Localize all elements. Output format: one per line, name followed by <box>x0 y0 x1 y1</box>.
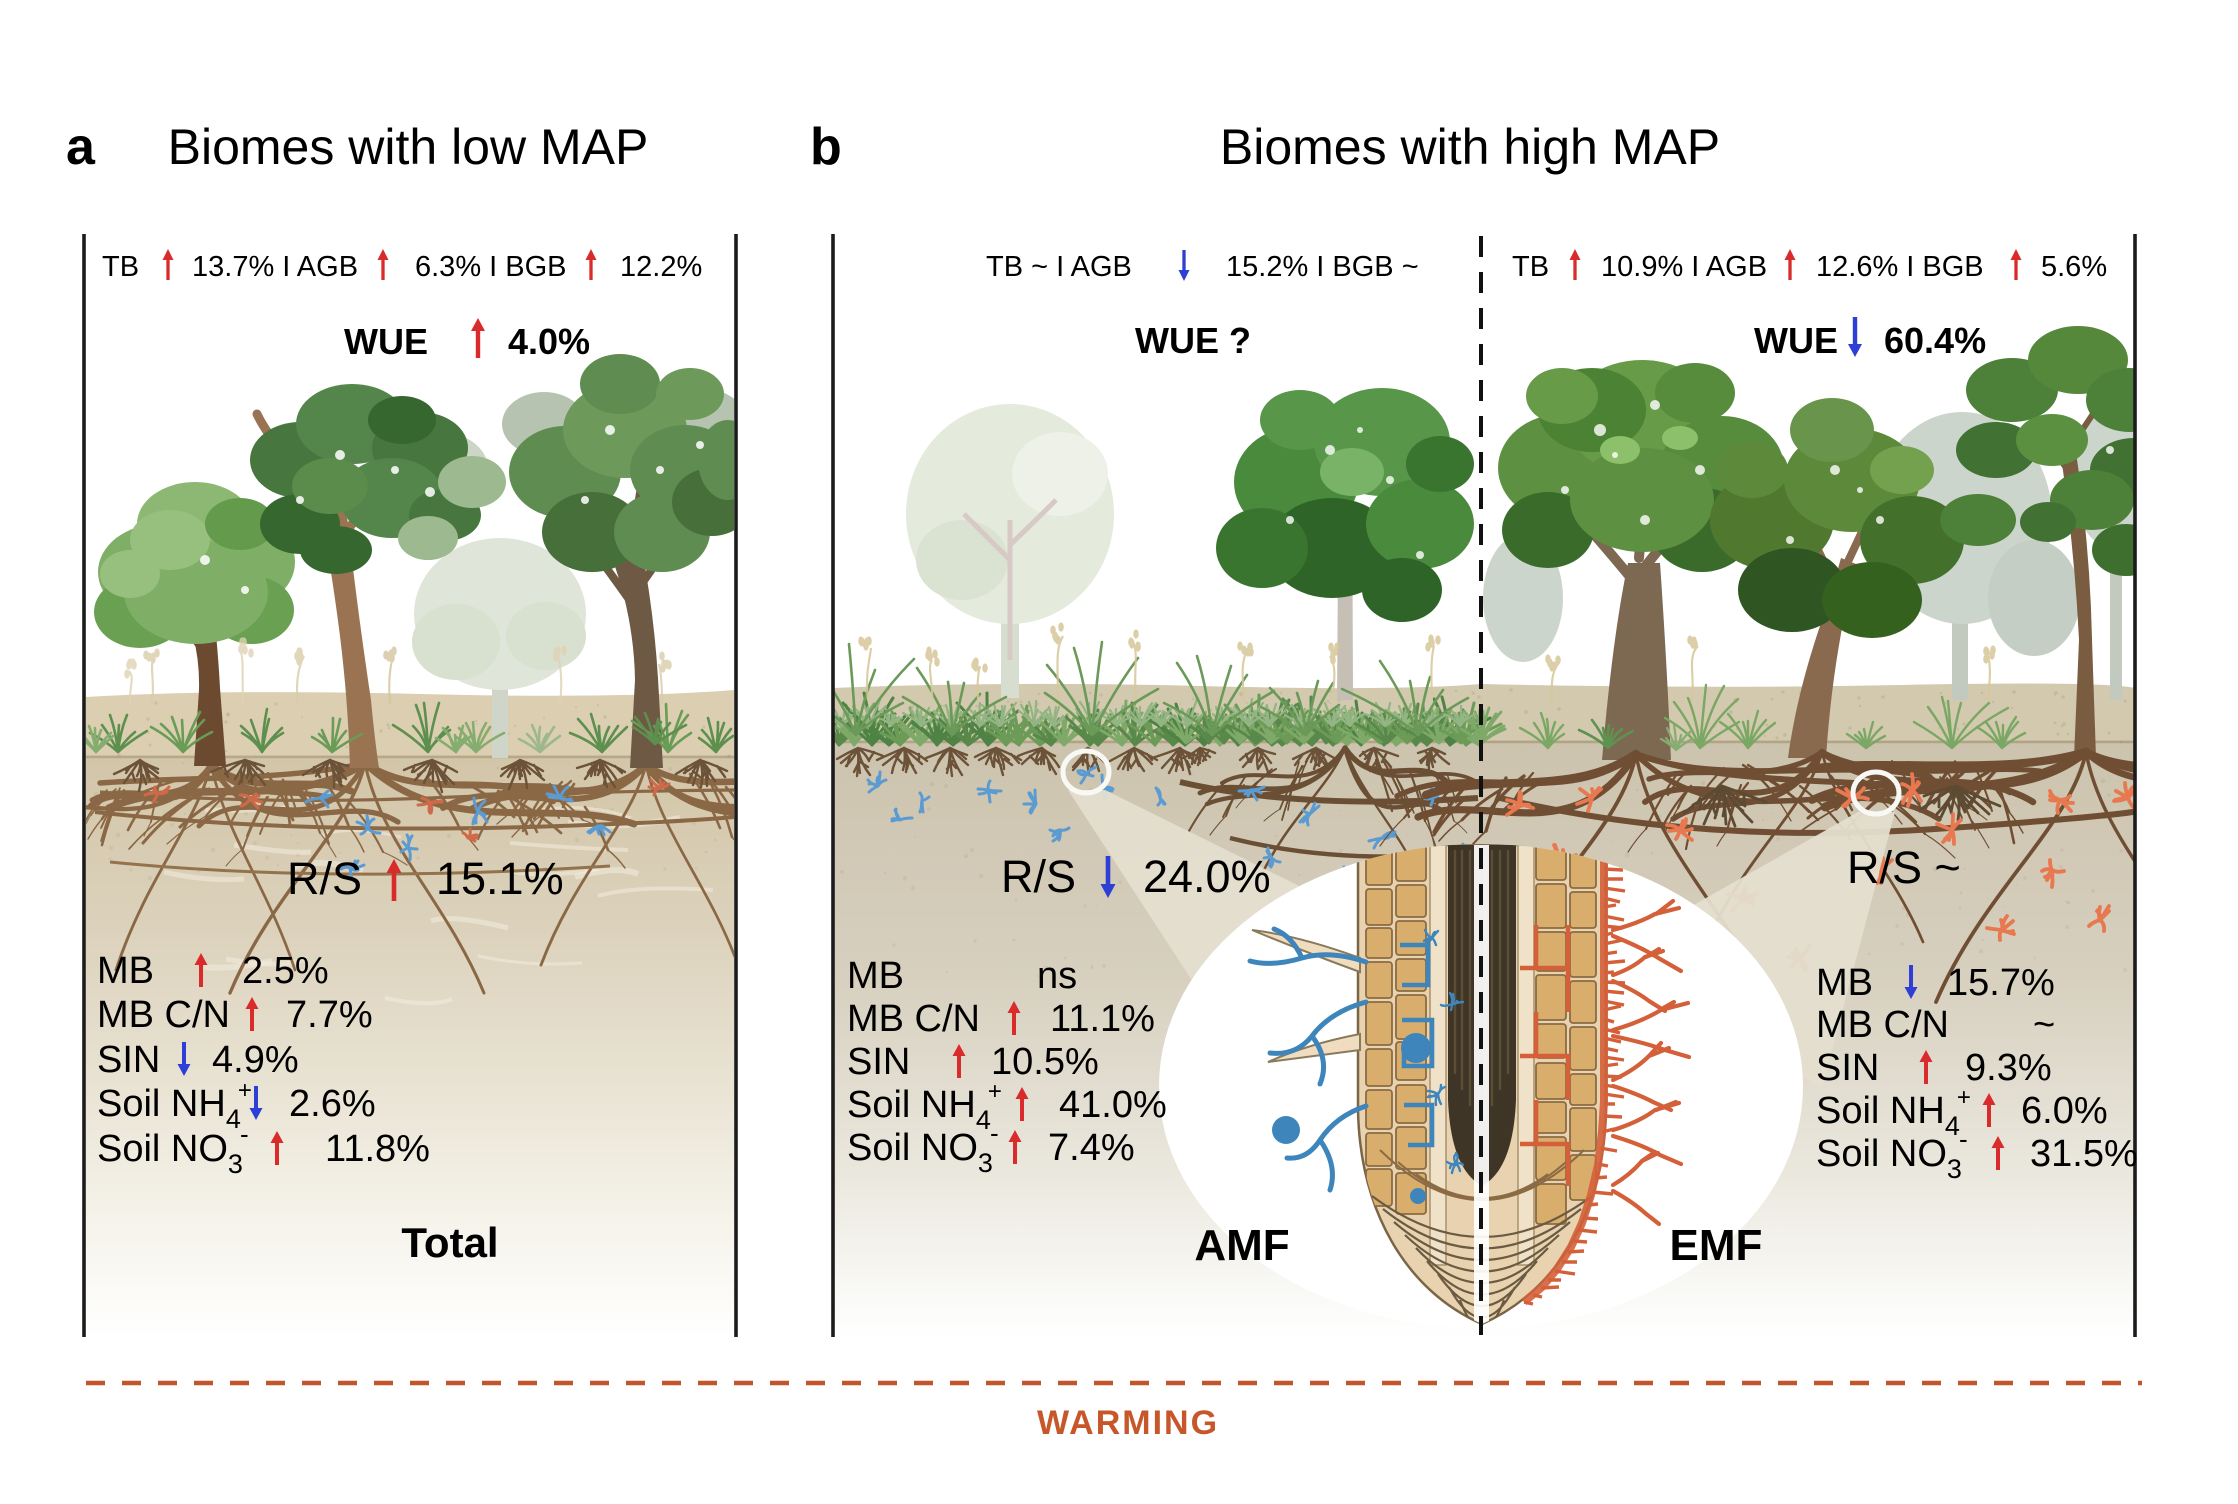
svg-text:SIN: SIN <box>1816 1047 1879 1089</box>
svg-text:MB: MB <box>97 950 154 992</box>
svg-text:R/S: R/S <box>287 853 362 904</box>
svg-text:15.7%: 15.7% <box>1947 962 2055 1004</box>
svg-text:MB: MB <box>1816 962 1873 1004</box>
svg-text:EMF: EMF <box>1670 1221 1763 1270</box>
svg-text:60.4%: 60.4% <box>1884 320 1986 361</box>
svg-text:7.4%: 7.4% <box>1048 1127 1135 1169</box>
svg-text:WUE ?: WUE ? <box>1135 320 1251 361</box>
svg-text:~: ~ <box>2033 1004 2055 1046</box>
svg-text:WUE: WUE <box>1754 320 1838 361</box>
svg-text:MB C/N: MB C/N <box>1816 1004 1949 1046</box>
svg-text:13.7% I AGB: 13.7% I AGB <box>192 251 358 283</box>
svg-text:12.2%: 12.2% <box>620 251 702 283</box>
svg-text:11.1%: 11.1% <box>1050 998 1155 1040</box>
svg-text:MB C/N: MB C/N <box>97 994 230 1036</box>
svg-text:12.6% I BGB: 12.6% I BGB <box>1816 251 1984 283</box>
svg-text:a: a <box>66 118 96 176</box>
svg-text:AMF: AMF <box>1194 1221 1289 1270</box>
svg-text:Total: Total <box>401 1219 498 1266</box>
svg-text:6.0%: 6.0% <box>2021 1090 2108 1132</box>
svg-text:4.9%: 4.9% <box>212 1039 299 1081</box>
svg-text:WARMING: WARMING <box>1037 1404 1219 1442</box>
svg-text:31.5%: 31.5% <box>2030 1133 2138 1175</box>
svg-text:10.9% I AGB: 10.9% I AGB <box>1601 251 1767 283</box>
svg-text:11.8%: 11.8% <box>325 1128 430 1170</box>
svg-text:TB ~ I AGB: TB ~ I AGB <box>986 251 1132 283</box>
svg-text:41.0%: 41.0% <box>1059 1084 1167 1126</box>
svg-text:7.7%: 7.7% <box>286 994 373 1036</box>
svg-text:MB: MB <box>847 955 904 997</box>
svg-text:15.2% I BGB ~: 15.2% I BGB ~ <box>1226 251 1419 283</box>
svg-text:b: b <box>810 118 842 176</box>
svg-text:R/S: R/S <box>1001 851 1076 902</box>
svg-text:Soil NO3-: Soil NO3- <box>1816 1124 1968 1184</box>
svg-text:2.5%: 2.5% <box>242 950 329 992</box>
svg-text:MB C/N: MB C/N <box>847 998 980 1040</box>
svg-text:Biomes with high MAP: Biomes with high MAP <box>1220 119 1720 175</box>
svg-text:SIN: SIN <box>97 1039 160 1081</box>
svg-text:R/S ~: R/S ~ <box>1847 842 1961 893</box>
svg-text:Soil NO3-: Soil NO3- <box>97 1119 249 1179</box>
svg-text:5.6%: 5.6% <box>2041 251 2107 283</box>
svg-text:WUE: WUE <box>344 321 428 362</box>
svg-text:2.6%: 2.6% <box>289 1083 376 1125</box>
svg-text:TB: TB <box>1512 251 1549 283</box>
svg-text:6.3% I BGB: 6.3% I BGB <box>415 251 567 283</box>
svg-text:24.0%: 24.0% <box>1143 851 1271 902</box>
svg-text:15.1%: 15.1% <box>436 853 564 904</box>
svg-text:ns: ns <box>1037 955 1077 997</box>
svg-text:Soil NO3-: Soil NO3- <box>847 1118 999 1178</box>
svg-text:TB: TB <box>102 251 139 283</box>
svg-text:9.3%: 9.3% <box>1965 1047 2052 1089</box>
svg-text:10.5%: 10.5% <box>991 1041 1099 1083</box>
svg-text:4.0%: 4.0% <box>508 321 590 362</box>
svg-text:SIN: SIN <box>847 1041 910 1083</box>
svg-text:Biomes with low MAP: Biomes with low MAP <box>168 119 649 175</box>
